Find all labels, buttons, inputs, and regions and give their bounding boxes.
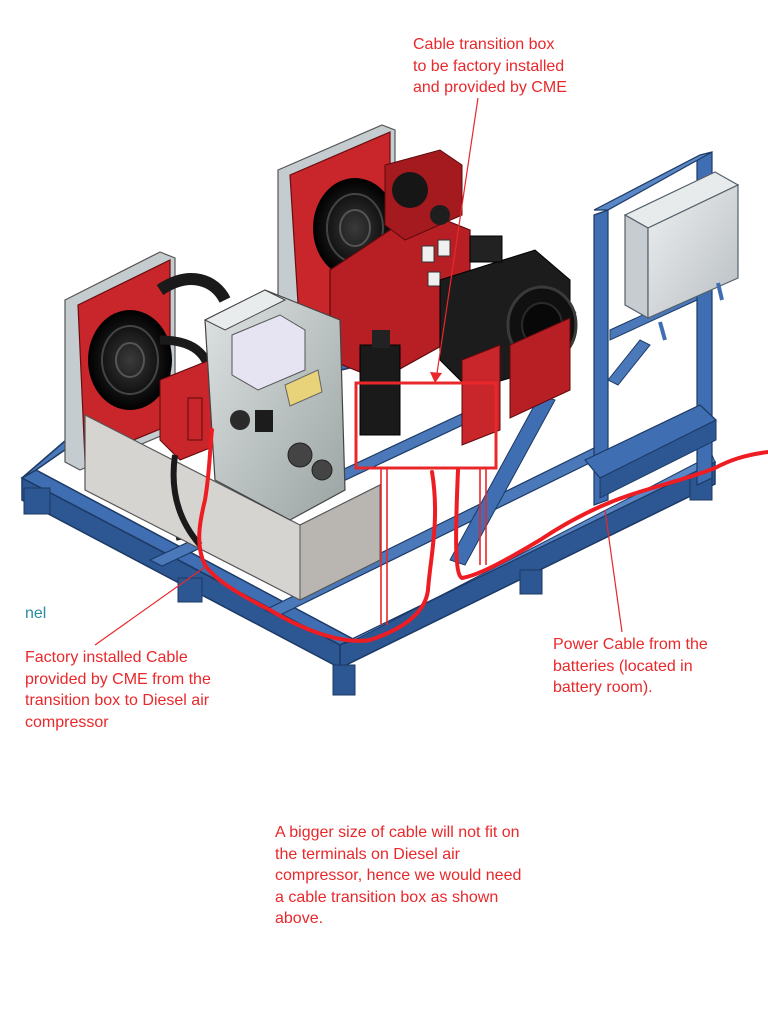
upright-frame: [584, 151, 718, 506]
frame-foot: [177, 577, 203, 603]
transition-box-highlight: [354, 381, 498, 470]
frame-foot: [23, 487, 51, 515]
cable-tray-front: [599, 419, 717, 499]
base-frame: [20, 299, 716, 696]
leader-arrowhead: [430, 372, 442, 383]
power-cable-path: [454, 450, 768, 581]
frame-foot: [519, 569, 543, 595]
leader-factory-cable: [94, 566, 206, 646]
factory-cable-annotation: Factory installed Cable provided by CME …: [25, 649, 211, 731]
cabinet-side: [647, 184, 739, 319]
upright-top-bar: [593, 151, 713, 211]
hose: [156, 273, 231, 304]
cross-member: [449, 394, 556, 566]
transition-box-annotation: Cable transition box to be factory insta…: [413, 36, 567, 96]
leader-transition-box: [435, 97, 479, 381]
exhaust-stack: [359, 344, 401, 436]
upright-post: [593, 209, 609, 506]
cabinet-front: [624, 213, 649, 320]
factory-cable-path: [197, 428, 438, 643]
front-fan: [88, 310, 172, 410]
annotation-overlays: [94, 97, 768, 646]
upright-brace: [607, 339, 651, 386]
leader-power-cable: [604, 509, 623, 633]
engine-cover: [231, 314, 306, 391]
frame-foot: [332, 664, 356, 696]
control-cabinet: [623, 171, 740, 341]
background-fragment-text: nel: [25, 605, 47, 622]
cable-size-note: A bigger size of cable will not fit on t…: [275, 824, 522, 927]
rear-unit: [277, 124, 578, 446]
power-cable-annotation: Power Cable from the batteries (located …: [553, 636, 708, 696]
